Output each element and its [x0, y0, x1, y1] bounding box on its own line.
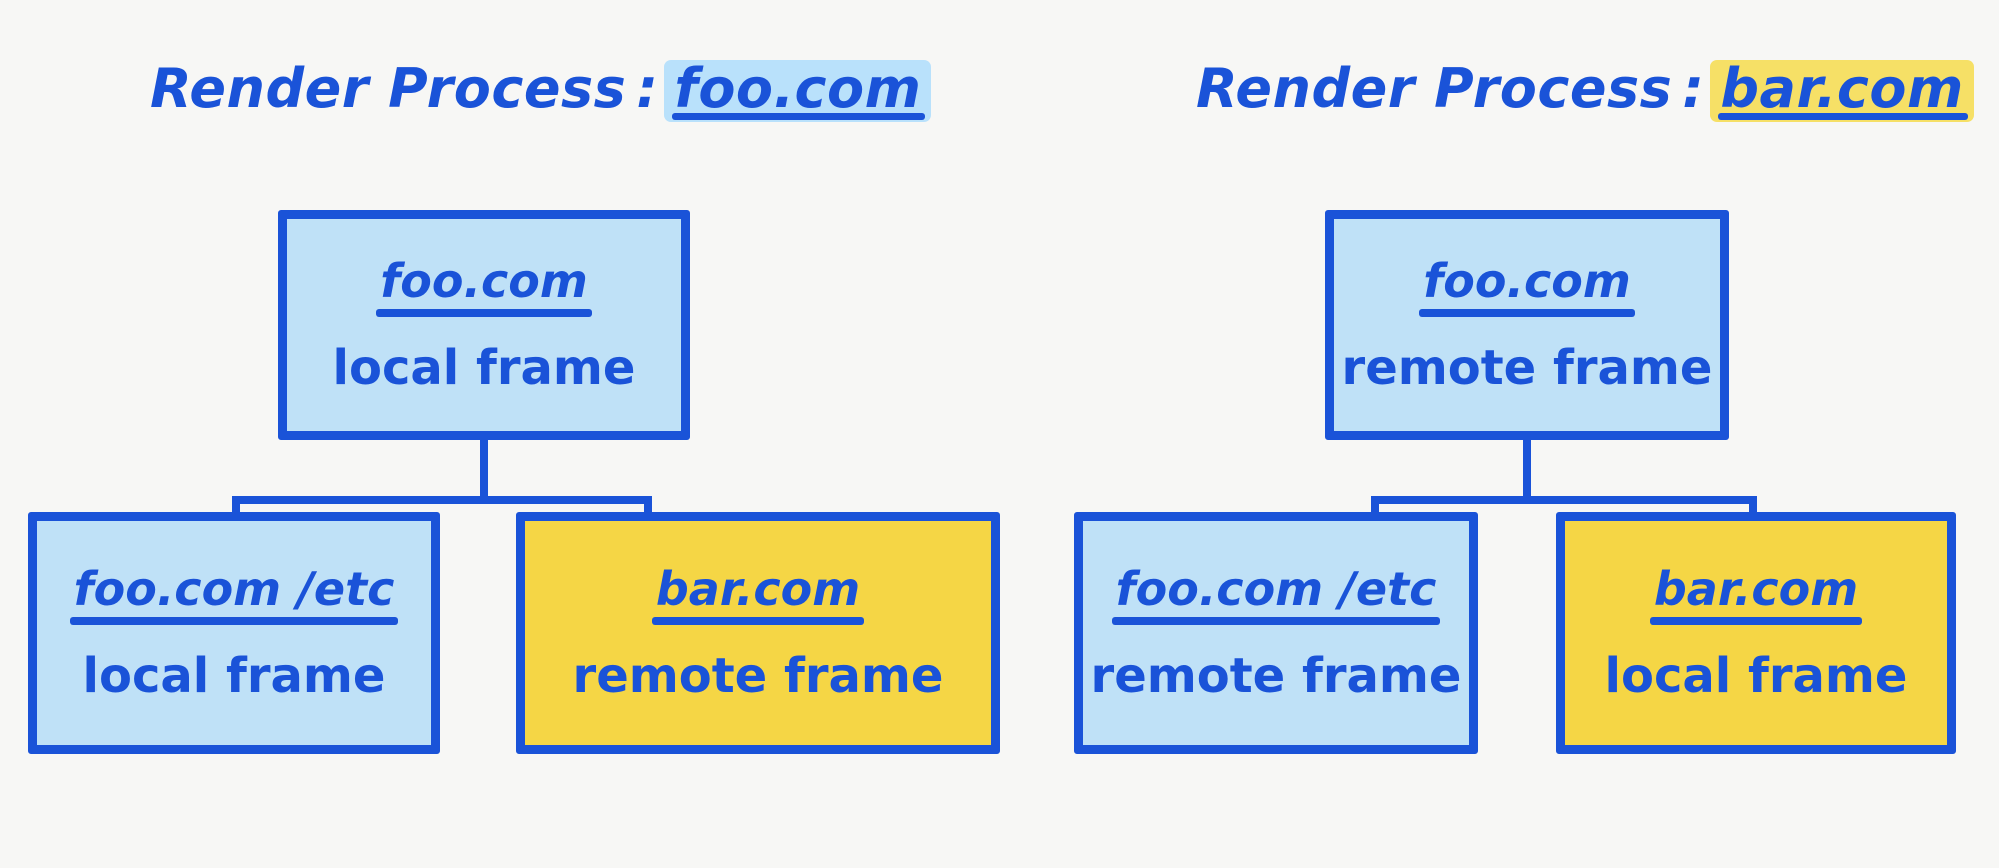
node-right-child-1: foo.com /etc remote frame — [1074, 512, 1478, 754]
heading-right-origin-highlight: bar.com — [1710, 57, 1974, 122]
node-left-root-url: foo.com — [376, 258, 592, 317]
node-left-child-1-kind: local frame — [82, 648, 386, 704]
node-left-child-1-url: foo.com /etc — [69, 566, 399, 625]
node-right-root-url-text: foo.com — [1423, 254, 1631, 308]
node-right-child-2-url-text: bar.com — [1653, 562, 1859, 616]
heading-right-process: Render Process:bar.com — [1196, 60, 1974, 122]
heading-left-origin-highlight: foo.com — [664, 57, 932, 122]
node-right-child-1-url-underline — [1111, 617, 1441, 625]
node-left-root-url-underline — [376, 309, 592, 317]
node-right-child-2-url-underline — [1649, 617, 1863, 625]
node-right-root-url-underline — [1419, 309, 1635, 317]
heading-right-lead: Render Process — [1196, 57, 1673, 120]
heading-left-process: Render Process:foo.com — [150, 57, 932, 122]
heading-right-colon: : — [1682, 57, 1705, 120]
connector-left-bar — [232, 496, 652, 504]
connector-left-drop-a — [232, 496, 240, 518]
connector-left-drop-b — [644, 496, 652, 518]
node-left-root-kind: local frame — [332, 340, 636, 396]
node-left-child-1: foo.com /etc local frame — [28, 512, 440, 754]
connector-right-stem — [1523, 440, 1531, 502]
node-right-child-1-url: foo.com /etc — [1111, 566, 1441, 625]
node-right-child-2-url: bar.com — [1649, 566, 1863, 625]
connector-left-stem — [480, 440, 488, 502]
node-left-child-1-url-text: foo.com /etc — [73, 562, 395, 616]
node-right-child-1-kind: remote frame — [1090, 648, 1462, 704]
node-right-child-2-kind: local frame — [1604, 648, 1908, 704]
node-right-root-kind: remote frame — [1341, 340, 1713, 396]
node-right-root: foo.com remote frame — [1325, 210, 1729, 440]
node-left-root: foo.com local frame — [278, 210, 690, 440]
node-left-child-2-url-underline — [651, 617, 865, 625]
node-left-root-url-text: foo.com — [380, 254, 588, 308]
connector-right-drop-b — [1749, 496, 1757, 518]
node-right-root-url: foo.com — [1419, 258, 1635, 317]
node-left-child-2-kind: remote frame — [572, 648, 944, 704]
heading-right-origin-underline — [1718, 113, 1968, 120]
connector-right-drop-a — [1371, 496, 1379, 518]
node-left-child-2-url: bar.com — [651, 566, 865, 625]
heading-left-origin: foo.com — [674, 57, 922, 120]
heading-left-lead: Render Process — [150, 57, 627, 120]
node-left-child-2-url-text: bar.com — [655, 562, 861, 616]
node-left-child-2: bar.com remote frame — [516, 512, 1000, 754]
node-right-child-2: bar.com local frame — [1556, 512, 1956, 754]
heading-left-origin-underline — [672, 113, 926, 120]
connector-right-bar — [1371, 496, 1757, 504]
heading-right-origin: bar.com — [1720, 57, 1964, 120]
node-right-child-1-url-text: foo.com /etc — [1115, 562, 1437, 616]
node-left-child-1-url-underline — [69, 617, 399, 625]
heading-left-colon: : — [636, 57, 659, 120]
